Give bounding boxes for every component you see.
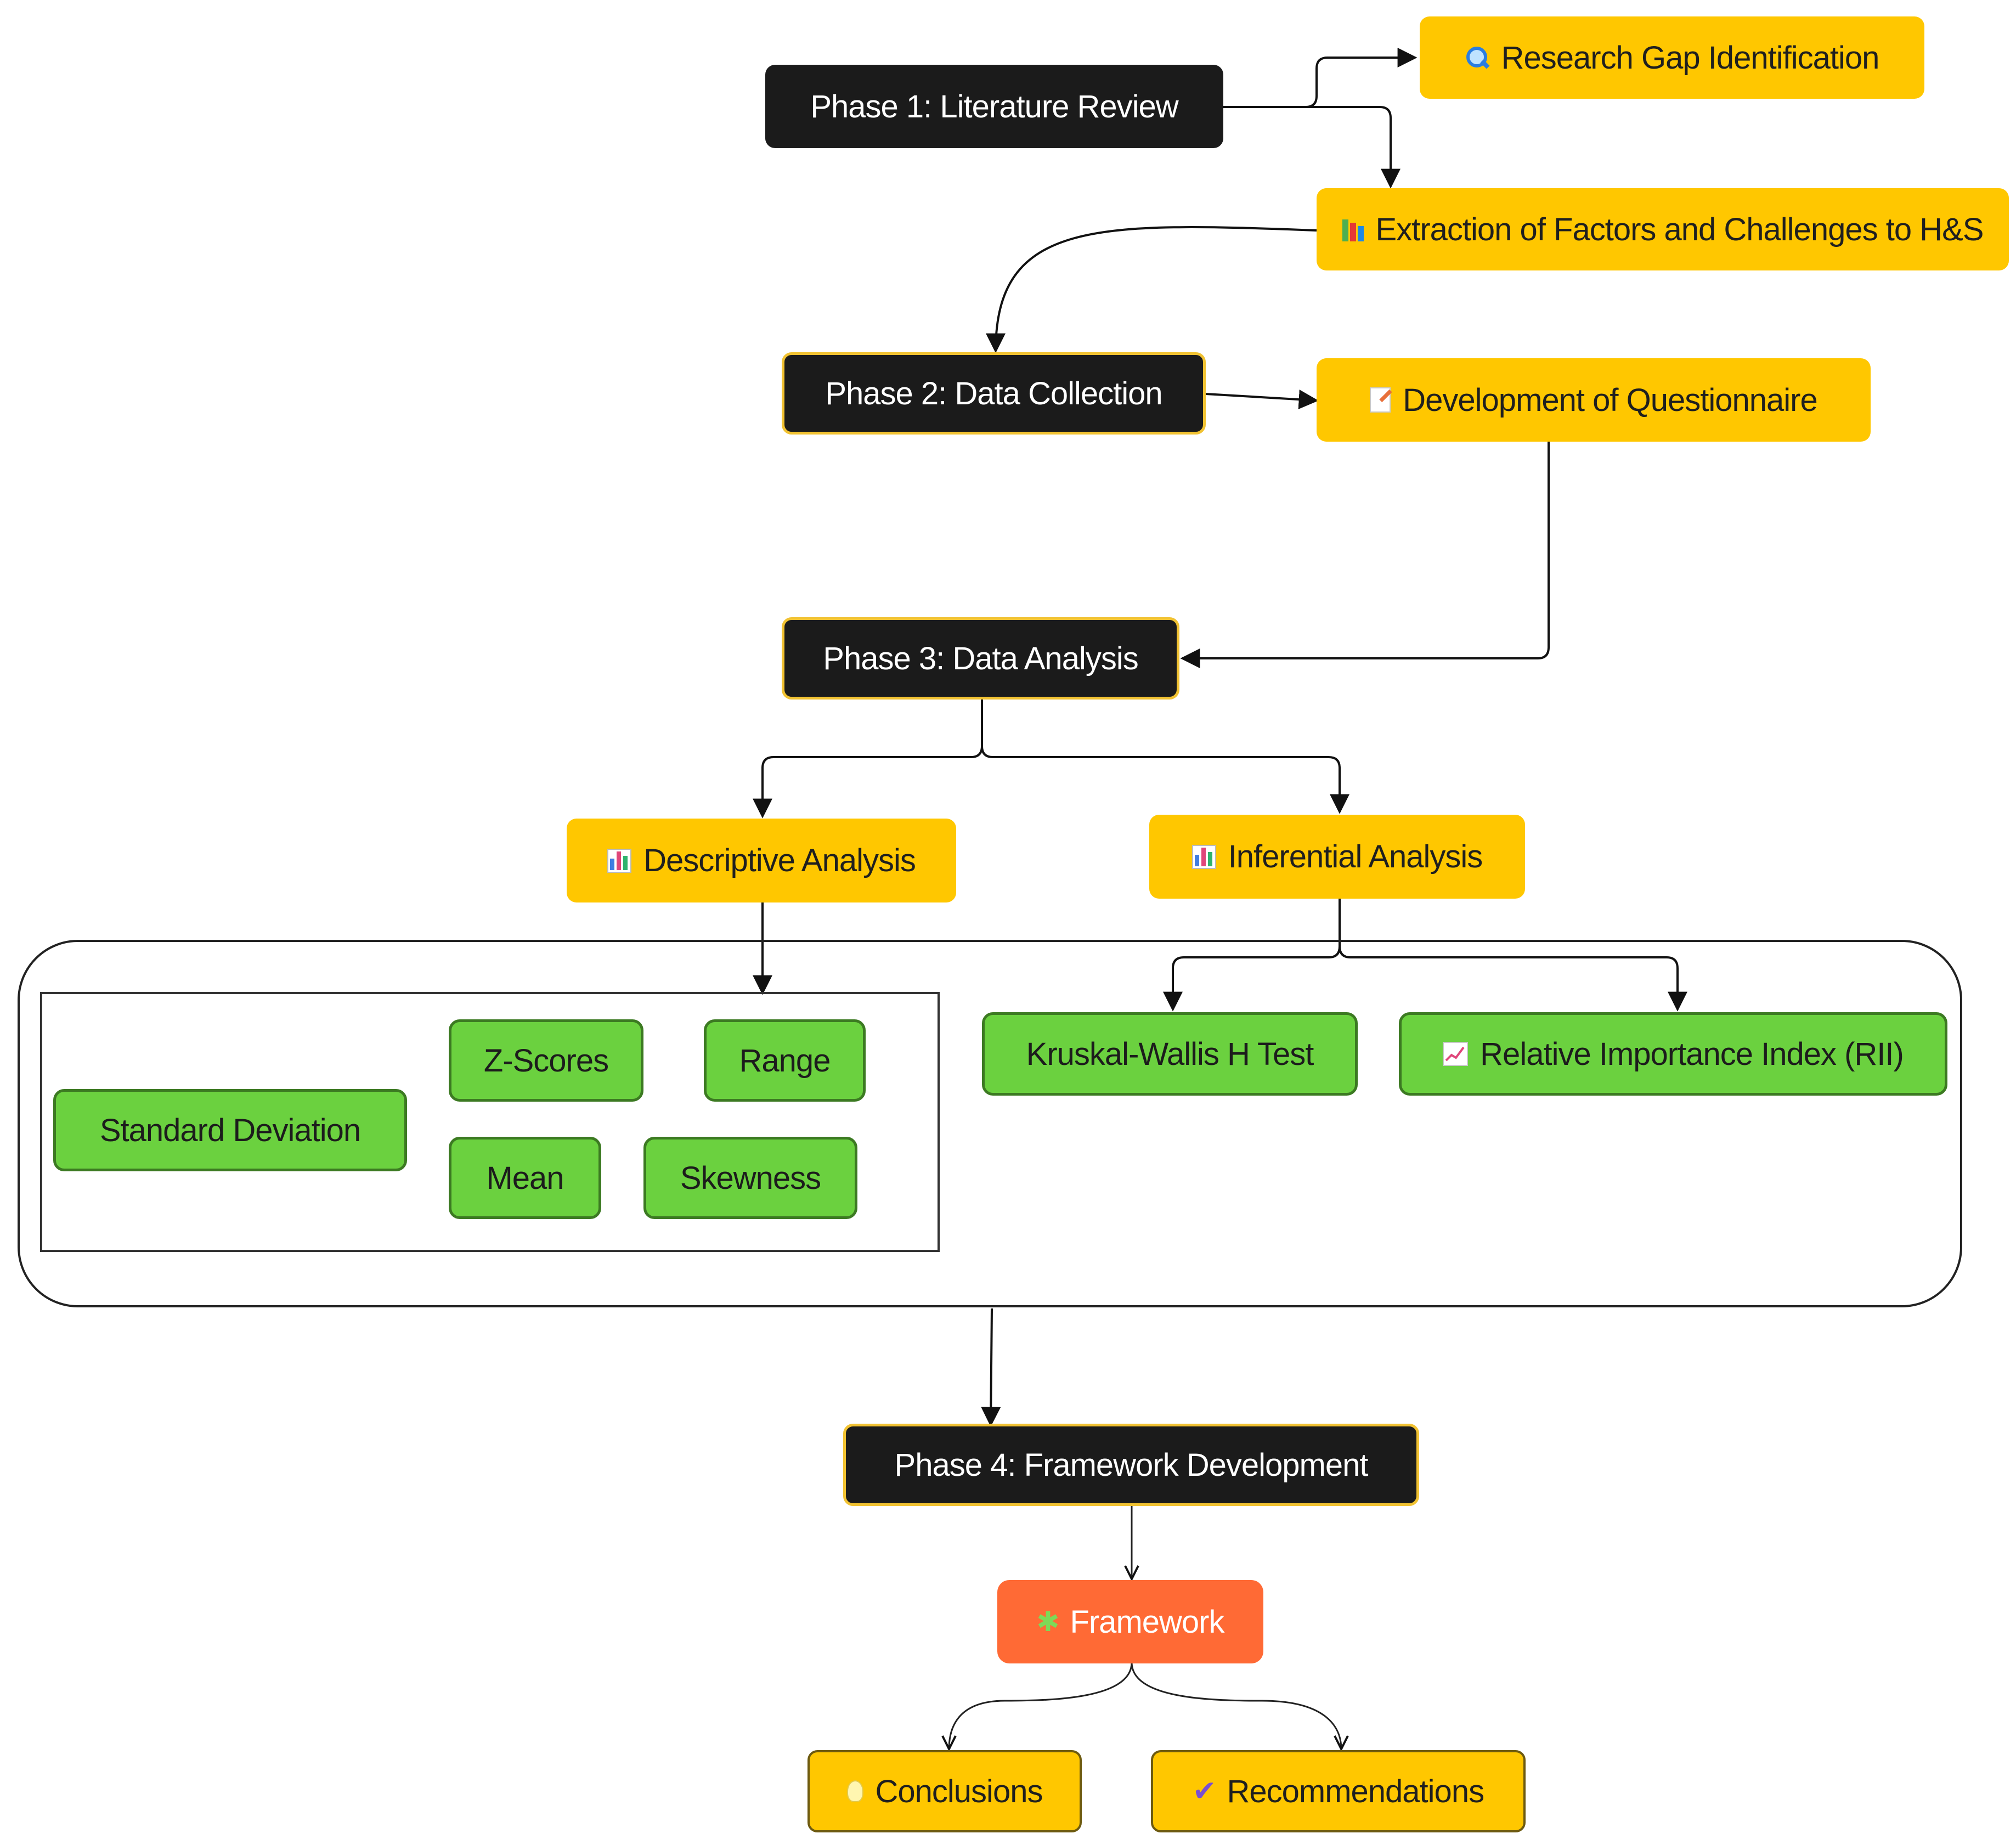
arrow-analysis-to-phase4: [981, 1308, 1001, 1427]
inferential-label: Inferential Analysis: [1228, 839, 1483, 875]
arrow-framework-to-recommendations: [1131, 1662, 1341, 1749]
puzzle-icon: ✱: [1036, 1606, 1060, 1637]
questionnaire-label: Development of Questionnaire: [1403, 382, 1817, 418]
arrow-phase3-to-inferential: [981, 746, 1349, 814]
phase4-framework-development[interactable]: Phase 4: Framework Development: [843, 1424, 1419, 1506]
recommendations-label: Recommendations: [1227, 1773, 1485, 1809]
phase1-literature-review[interactable]: Phase 1: Literature Review: [765, 65, 1223, 148]
framework-label: Framework: [1070, 1604, 1224, 1640]
conclusions-label: Conclusions: [875, 1773, 1043, 1809]
arrow-framework-to-conclusions: [949, 1662, 1133, 1749]
arrow-extraction-to-phase2: [986, 226, 1317, 353]
range[interactable]: Range: [704, 1019, 866, 1102]
phase2-data-collection[interactable]: Phase 2: Data Collection: [782, 352, 1206, 435]
kruskal-label: Kruskal-Wallis H Test: [1026, 1036, 1314, 1072]
arrow-inferential-to-rii: [1339, 946, 1687, 1012]
descriptive-label: Descriptive Analysis: [643, 843, 916, 878]
descriptive-analysis[interactable]: Descriptive Analysis: [567, 819, 956, 902]
trend-chart-icon: [1443, 1042, 1469, 1066]
research-gap-label: Research Gap Identification: [1501, 40, 1880, 76]
skewness-label: Skewness: [680, 1160, 821, 1196]
phase1-label: Phase 1: Literature Review: [810, 88, 1178, 125]
research-gap-identification[interactable]: Research Gap Identification: [1420, 16, 1924, 99]
arrow-phase1-to-research-gap: [1223, 48, 1418, 108]
arrow-questionnaire-to-phase3: [1180, 442, 1550, 668]
memo-icon: [1370, 387, 1391, 413]
phase2-label: Phase 2: Data Collection: [825, 375, 1162, 411]
arrow-phase2-to-questionnaire: [1205, 390, 1319, 410]
z-scores-label: Z-Scores: [483, 1042, 609, 1079]
descriptive-measures-group: [40, 992, 940, 1252]
books-icon: [1342, 217, 1364, 241]
check-mark-icon: ✔: [1192, 1775, 1217, 1807]
rii-label: Relative Importance Index (RII): [1480, 1036, 1904, 1072]
arrow-inferential-to-kruskal: [1163, 899, 1341, 1012]
skewness[interactable]: Skewness: [643, 1137, 857, 1219]
extraction-of-factors[interactable]: Extraction of Factors and Challenges to …: [1317, 188, 2009, 270]
kruskal-wallis-h-test[interactable]: Kruskal-Wallis H Test: [982, 1012, 1358, 1096]
z-scores[interactable]: Z-Scores: [449, 1019, 643, 1102]
arrow-phase3-to-descriptive: [753, 700, 983, 819]
framework[interactable]: ✱ Framework: [997, 1580, 1263, 1663]
arrow-phase1-to-extraction: [1223, 106, 1401, 189]
light-bulb-icon: [846, 1780, 863, 1802]
bar-chart-icon: [1191, 844, 1216, 869]
range-label: Range: [739, 1042, 831, 1079]
phase4-label: Phase 4: Framework Development: [894, 1447, 1369, 1483]
magnifier-icon: [1465, 46, 1490, 70]
relative-importance-index[interactable]: Relative Importance Index (RII): [1399, 1012, 1947, 1096]
standard-deviation[interactable]: Standard Deviation: [53, 1089, 407, 1171]
development-of-questionnaire[interactable]: Development of Questionnaire: [1317, 358, 1871, 442]
recommendations[interactable]: ✔ Recommendations: [1151, 1750, 1526, 1832]
standard-deviation-label: Standard Deviation: [99, 1112, 361, 1148]
inferential-analysis[interactable]: Inferential Analysis: [1149, 815, 1525, 899]
mean-label: Mean: [486, 1160, 564, 1196]
bar-chart-icon: [607, 848, 632, 873]
mean[interactable]: Mean: [449, 1137, 601, 1219]
phase3-data-analysis[interactable]: Phase 3: Data Analysis: [782, 617, 1179, 700]
analysis-methods-group: [18, 940, 1962, 1307]
conclusions[interactable]: Conclusions: [807, 1750, 1082, 1832]
phase3-label: Phase 3: Data Analysis: [823, 640, 1138, 676]
extraction-label: Extraction of Factors and Challenges to …: [1375, 211, 1984, 247]
